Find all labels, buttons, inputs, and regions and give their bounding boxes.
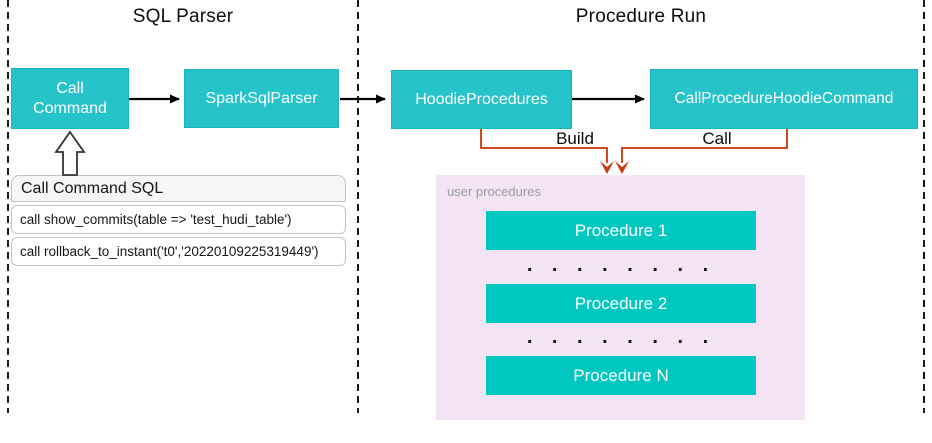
node-spark-sql-parser: SparkSqlParser	[184, 69, 339, 128]
orange-arrowheads	[600, 161, 629, 174]
hollow-up-arrow	[54, 130, 86, 176]
node-call-command: Call Command	[11, 68, 129, 129]
section-title-sql-parser: SQL Parser	[132, 6, 234, 27]
ellipsis-dots: . . . . . . . .	[526, 326, 716, 348]
user-procedures-label: user procedures	[447, 184, 541, 199]
sql-example-row: call show_commits(table => 'test_hudi_ta…	[11, 205, 346, 234]
sql-card-title: Call Command SQL	[11, 175, 346, 202]
node-procedure-n: Procedure N	[486, 356, 756, 395]
node-procedure-1: Procedure 1	[486, 211, 756, 250]
edge-label-call: Call	[702, 129, 732, 148]
call-command-sql-card: Call Command SQL call show_commits(table…	[11, 175, 346, 266]
section-title-procedure-run: Procedure Run	[575, 6, 707, 27]
sql-example-row: call rollback_to_instant('t0','202201092…	[11, 237, 346, 266]
node-call-procedure-hoodie-command: CallProcedureHoodieCommand	[650, 69, 918, 129]
ellipsis-dots: . . . . . . . .	[526, 254, 716, 276]
node-hoodie-procedures: HoodieProcedures	[391, 70, 572, 129]
node-procedure-2: Procedure 2	[486, 284, 756, 323]
edge-label-build: Build	[556, 129, 594, 148]
